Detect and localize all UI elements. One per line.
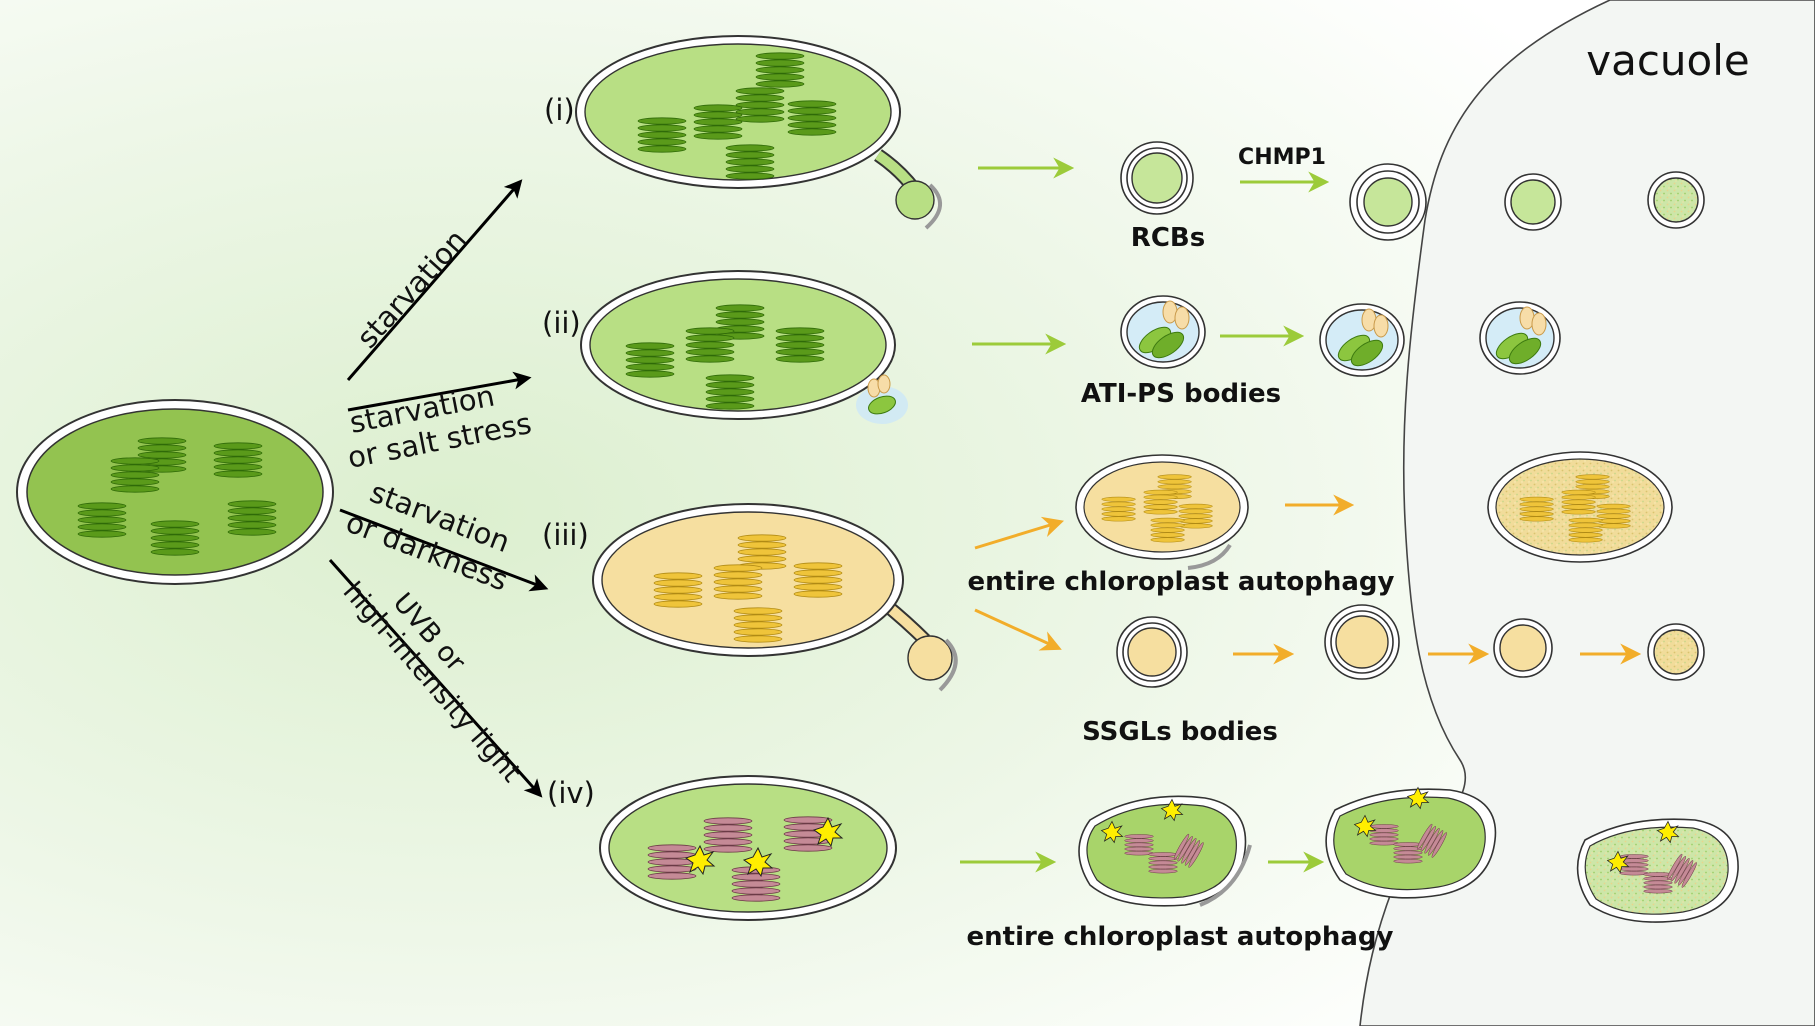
chloroplast-i xyxy=(575,35,942,230)
rcb-degraded xyxy=(1647,171,1705,229)
arrow-to-i xyxy=(346,179,523,381)
entire-chloroplast-yellow xyxy=(1075,454,1249,570)
entire-chloroplast-damaged-fusing xyxy=(1325,787,1497,899)
pathway-label-i: (i) xyxy=(544,93,575,127)
pathway-arrows xyxy=(328,179,549,798)
rcb-body xyxy=(1120,141,1194,215)
arrow-to-ii xyxy=(347,371,532,412)
ssgls-label: SSGLs bodies xyxy=(1082,717,1278,747)
arrow-orange xyxy=(974,516,1065,550)
rcbs-label: RCBs xyxy=(1131,223,1205,253)
vacuole-label: vacuole xyxy=(1586,36,1750,85)
ssgl-degraded xyxy=(1647,623,1705,681)
ati-ps-label: ATI-PS bodies xyxy=(1081,379,1281,409)
rcb-in-vacuole xyxy=(1504,173,1562,231)
ati-ps-in-vacuole xyxy=(1479,301,1561,375)
entire-chloroplast-yellow-degraded xyxy=(1487,451,1673,563)
chloroplast-iv xyxy=(599,775,897,921)
pathway-label-iv: (iv) xyxy=(547,776,595,810)
rcb-fusing-vacuole xyxy=(1349,163,1427,241)
entire-autophagy-label-1: entire chloroplast autophagy xyxy=(968,567,1395,597)
chloroplast-ii xyxy=(580,270,908,424)
arrow-to-iii xyxy=(339,508,549,592)
ssgl-body xyxy=(1116,616,1188,688)
entire-chloroplast-damaged xyxy=(1078,795,1252,907)
ati-ps-fusing-vacuole xyxy=(1319,303,1405,377)
ati-ps-body xyxy=(1120,295,1206,369)
entire-autophagy-label-2: entire chloroplast autophagy xyxy=(967,922,1394,952)
chloroplast-iii xyxy=(592,503,958,692)
pathway-label-ii: (ii) xyxy=(542,306,581,340)
arrow-orange xyxy=(974,608,1062,651)
ssgl-in-vacuole xyxy=(1493,618,1553,678)
chmp1-label: CHMP1 xyxy=(1238,145,1326,170)
process-arrows xyxy=(960,157,1642,873)
arrow-to-iv xyxy=(328,559,543,798)
original-chloroplast xyxy=(16,399,334,585)
pathway-label-iii: (iii) xyxy=(542,518,589,552)
ssgl-fusing-vacuole xyxy=(1324,604,1400,680)
entire-chloroplast-damaged-degraded xyxy=(1576,818,1739,923)
